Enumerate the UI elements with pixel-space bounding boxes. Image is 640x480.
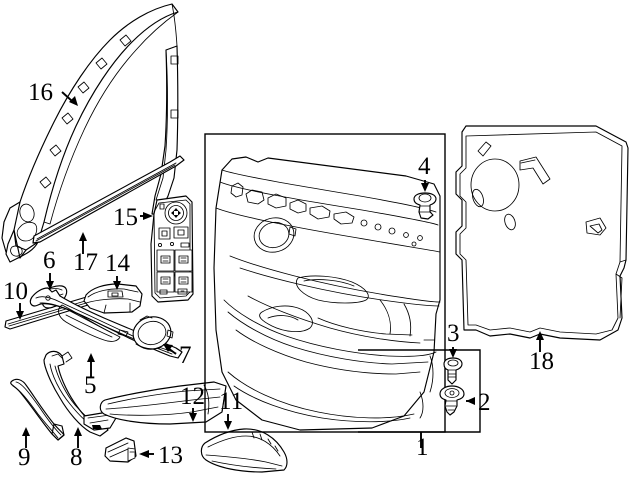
part-outer-belt-weatherstrip [32, 155, 185, 244]
callout-6: 6 [43, 247, 56, 290]
callout-5: 5 [84, 353, 97, 399]
callout-label-9: 9 [18, 444, 31, 471]
part-speaker-grille-ring [132, 315, 174, 350]
callout-label-8: 8 [70, 444, 83, 471]
part-door-trim-insert-applique [200, 428, 288, 473]
part-lower-trim-strip [99, 381, 227, 425]
callout-label-17: 17 [73, 249, 98, 276]
callout-label-4: 4 [418, 153, 431, 180]
part-door-lock-switch-bezel [83, 283, 143, 314]
callout-label-13: 13 [158, 442, 183, 469]
callout-label-7: 7 [179, 342, 192, 369]
callout-label-18: 18 [529, 348, 554, 375]
callout-10: 10 [3, 278, 28, 320]
callout-label-15: 15 [113, 204, 138, 231]
callout-4: 4 [418, 153, 431, 192]
callout-18: 18 [529, 331, 554, 375]
callout-17: 17 [73, 232, 98, 276]
callout-label-11: 11 [219, 388, 243, 415]
callout-15: 15 [113, 204, 153, 231]
part-small-cover-cap [104, 437, 137, 463]
callout-7: 7 [163, 342, 192, 369]
part-retainer-clip-push-pin [439, 385, 465, 416]
callout-8: 8 [70, 427, 83, 471]
part-grab-handle-bracket [43, 350, 117, 437]
part-door-trim-panel-assembly [213, 156, 441, 431]
callout-1: 1 [416, 432, 429, 461]
callout-11: 11 [219, 388, 243, 430]
callout-label-5: 5 [84, 372, 97, 399]
callout-16: 16 [28, 79, 78, 106]
callout-label-14: 14 [105, 250, 131, 277]
part-water-shield-vapor-barrier [455, 125, 629, 341]
part-screw-fastener [443, 357, 463, 385]
callout-9: 9 [18, 427, 31, 471]
group-fastener-frame [358, 349, 481, 433]
callout-label-2: 2 [478, 389, 491, 416]
callout-13: 13 [139, 442, 183, 469]
group-main-door-panel-frame [204, 133, 446, 433]
callout-label-3: 3 [447, 320, 460, 347]
callout-label-6: 6 [43, 247, 56, 274]
callout-12: 12 [180, 383, 205, 422]
callout-label-12: 12 [180, 383, 205, 410]
callout-label-16: 16 [28, 79, 53, 106]
callout-3: 3 [447, 320, 460, 358]
part-grommet-plug [413, 192, 437, 220]
part-power-window-master-switch [150, 195, 194, 303]
callout-label-1: 1 [416, 434, 429, 461]
callout-label-10: 10 [3, 278, 28, 305]
callout-2: 2 [466, 389, 491, 416]
part-door-pull-handle-trim [10, 378, 65, 441]
callout-14: 14 [105, 250, 131, 290]
part-door-frame-weatherstrip-seal [1, 3, 179, 263]
